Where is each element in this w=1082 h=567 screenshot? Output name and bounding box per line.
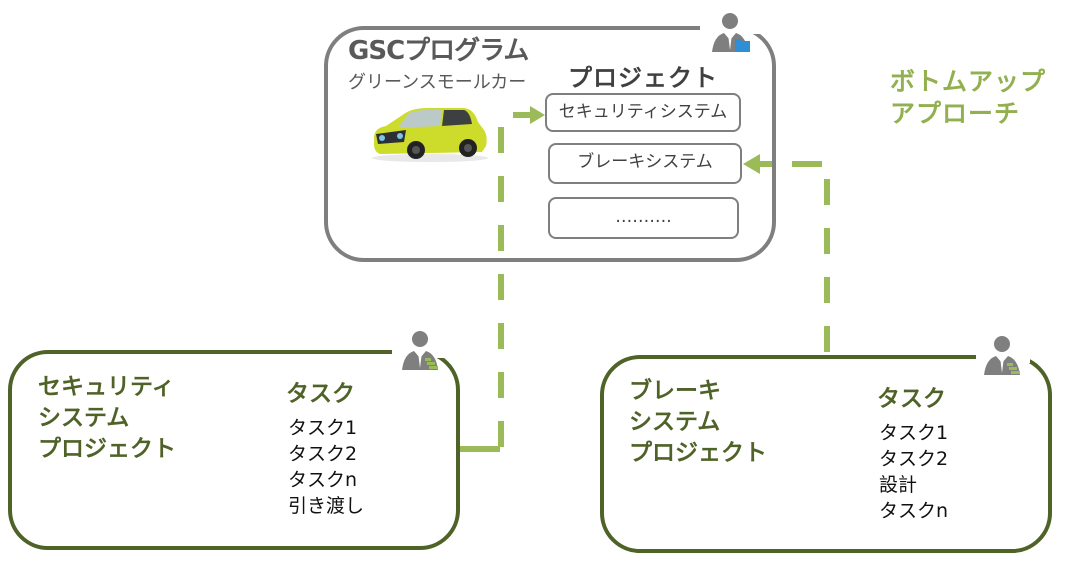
name-line: プロジェクト [38, 436, 176, 462]
program-title: GSCプログラム [348, 36, 529, 66]
brake-project-name: ブレーキ システム プロジェクト [629, 376, 767, 469]
project-item-more[interactable]: ………. [548, 197, 739, 239]
brake-tasks-heading: タスク [877, 386, 946, 412]
task-item: タスク1 [288, 417, 358, 439]
name-line: プロジェクト [629, 440, 767, 466]
task-item: タスク2 [288, 443, 358, 465]
task-item: タスクn [879, 500, 949, 522]
approach-line-2: アプローチ [890, 99, 1021, 128]
brake-project-manager-icon [984, 336, 1020, 375]
security-project-container [8, 350, 460, 550]
car-image [372, 108, 488, 162]
name-line: システム [38, 405, 130, 431]
project-item-brake[interactable]: ブレーキシステム [548, 143, 742, 184]
name-line: ブレーキ [629, 378, 721, 404]
program-subtitle: グリーンスモールカー [348, 72, 527, 93]
task-item: 引き渡し [288, 495, 365, 517]
security-task-list: タスク1 タスク2 タスクn 引き渡し [288, 415, 364, 519]
approach-line-1: ボトムアップ [890, 67, 1047, 96]
task-item: タスク2 [879, 448, 949, 470]
task-item: タスクn [288, 469, 358, 491]
name-line: システム [629, 409, 721, 435]
security-project-manager-icon [402, 331, 438, 370]
task-item: タスク1 [879, 422, 949, 444]
program-manager-icon [712, 13, 750, 52]
projects-heading: プロジェクト [568, 64, 718, 92]
brake-project-container [600, 355, 1052, 553]
task-item: 設計 [879, 474, 918, 496]
security-tasks-heading: タスク [286, 381, 355, 407]
bottom-up-approach-label: ボトムアップ アプローチ [890, 66, 1046, 130]
brake-task-list: タスク1 タスク2 設計 タスクn [879, 420, 948, 524]
security-project-name: セキュリティ システム プロジェクト [38, 372, 176, 465]
name-line: セキュリティ [38, 374, 175, 400]
project-item-security[interactable]: セキュリティシステム [545, 93, 741, 132]
